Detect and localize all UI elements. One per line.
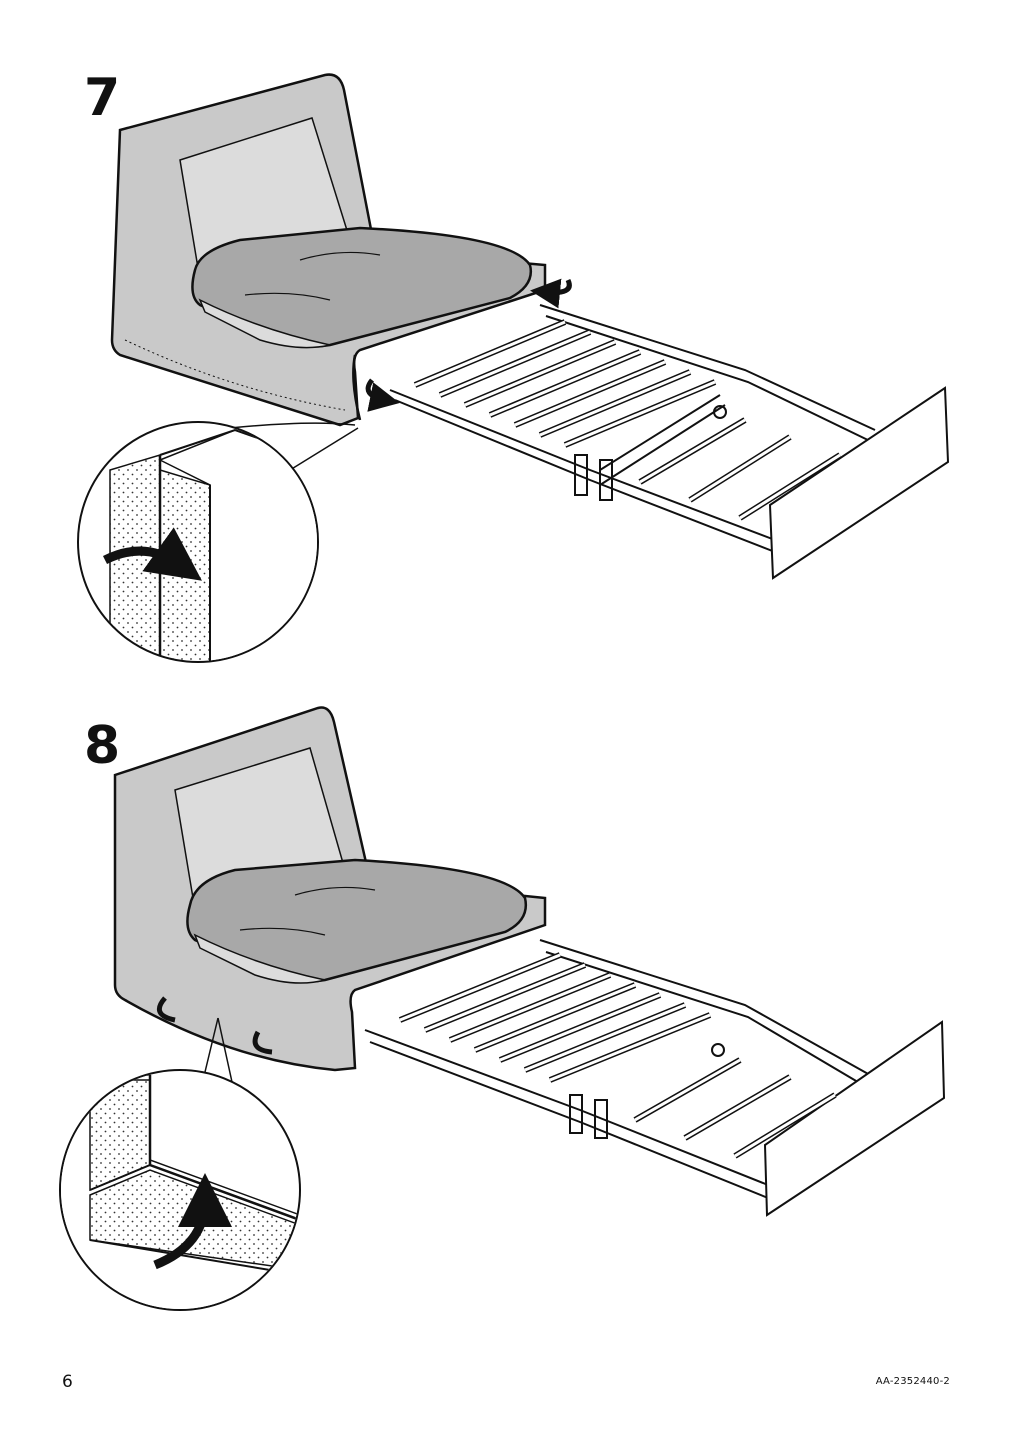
page-number: 6 [62,1372,73,1392]
step-7-detail-callout [77,421,359,663]
step-7-chair [110,73,547,427]
document-code: AA-2352440-2 [875,1376,950,1387]
step-7-rotate-arrows [365,278,572,412]
step-8-bed-frame [364,939,946,1217]
step-7-number: 7 [84,68,121,128]
step-8-chair [113,706,547,1072]
step-7-illustration [77,73,950,663]
step-8-fold-arrows [156,996,273,1055]
step-8-illustration [59,706,946,1311]
step-7-bed-frame [389,304,950,580]
step-8-number: 8 [84,716,121,776]
step-8-detail-callout [59,1017,301,1311]
